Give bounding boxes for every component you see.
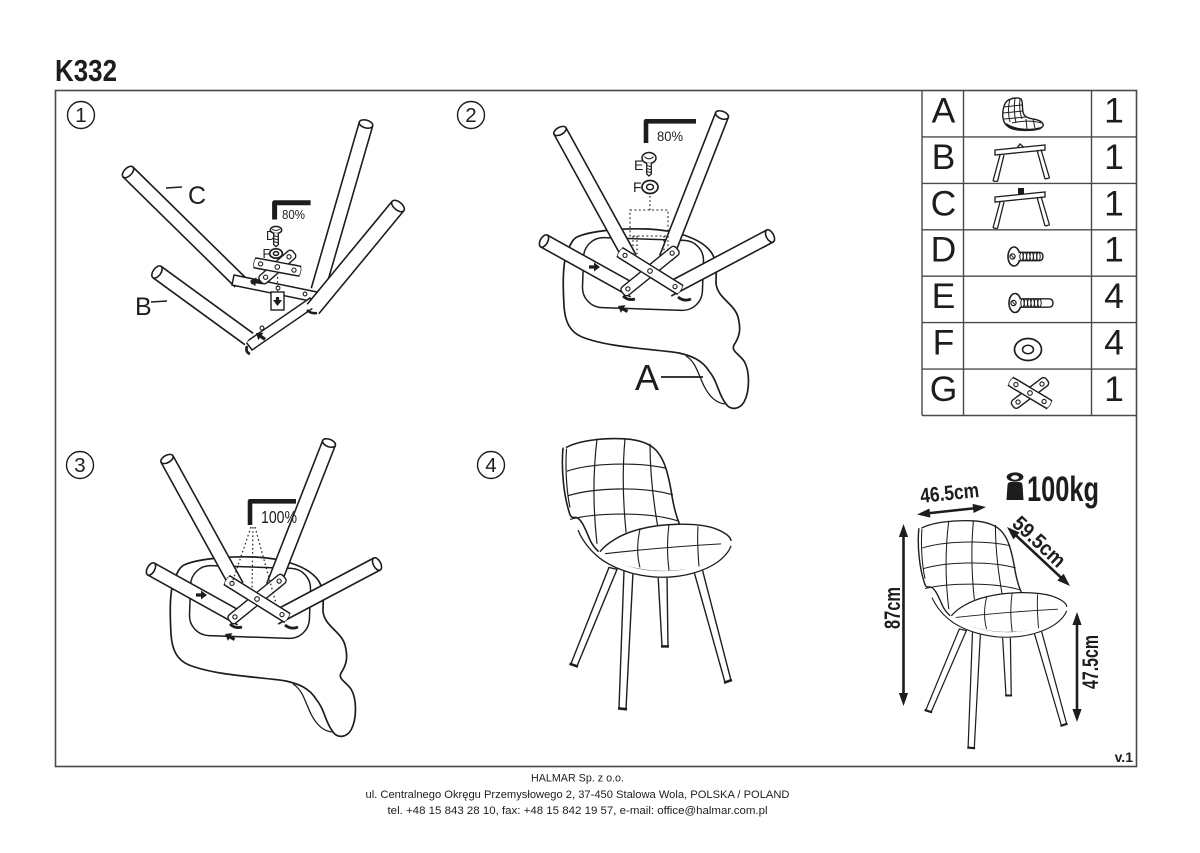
svg-text:A: A xyxy=(635,357,659,398)
svg-text:tel. +48 15 843 28 10, fax: +4: tel. +48 15 843 28 10, fax: +48 15 842 1… xyxy=(388,805,768,817)
svg-text:1: 1 xyxy=(1104,230,1124,270)
svg-text:47.5cm: 47.5cm xyxy=(1078,635,1103,689)
svg-text:D: D xyxy=(931,230,957,270)
svg-text:80%: 80% xyxy=(657,128,683,144)
svg-text:ul. Centralnego Okręgu Przemys: ul. Centralnego Okręgu Przemysłowego 2, … xyxy=(366,789,790,801)
svg-text:1: 1 xyxy=(1104,137,1124,177)
svg-text:1: 1 xyxy=(1104,90,1124,130)
svg-text:1: 1 xyxy=(75,104,86,127)
svg-text:4: 4 xyxy=(1104,276,1124,316)
svg-text:v.1: v.1 xyxy=(1115,749,1134,765)
svg-text:F: F xyxy=(933,323,955,363)
svg-text:2: 2 xyxy=(465,104,476,127)
svg-text:100kg: 100kg xyxy=(1027,470,1099,509)
svg-text:B: B xyxy=(932,137,956,177)
svg-text:K332: K332 xyxy=(55,53,117,88)
svg-text:1: 1 xyxy=(1104,369,1124,409)
svg-text:80%: 80% xyxy=(282,208,305,222)
svg-text:HALMAR Sp. z o.o.: HALMAR Sp. z o.o. xyxy=(531,773,624,785)
svg-text:E: E xyxy=(932,276,956,316)
svg-text:4: 4 xyxy=(485,454,496,477)
svg-text:1: 1 xyxy=(1104,183,1124,223)
svg-text:D: D xyxy=(266,229,275,243)
svg-text:4: 4 xyxy=(1104,323,1124,363)
svg-text:A: A xyxy=(932,90,956,130)
svg-text:100%: 100% xyxy=(261,507,297,527)
svg-text:3: 3 xyxy=(74,454,85,477)
svg-text:87cm: 87cm xyxy=(880,587,905,629)
svg-text:F: F xyxy=(633,179,642,195)
svg-text:F: F xyxy=(263,247,271,261)
svg-text:C: C xyxy=(931,183,957,223)
svg-text:E: E xyxy=(634,157,643,173)
svg-text:C: C xyxy=(188,182,206,210)
svg-text:G: G xyxy=(930,369,958,409)
svg-text:B: B xyxy=(135,293,152,321)
